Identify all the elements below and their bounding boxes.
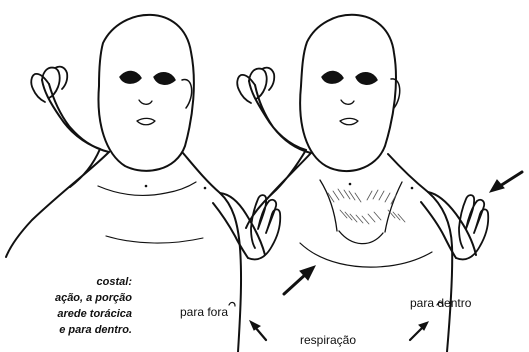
arrow-up-left-icon	[255, 327, 266, 340]
label-respiracao: respiração	[300, 333, 356, 347]
arrow-up-left-head	[250, 321, 260, 330]
right-nipple-right	[411, 187, 414, 190]
left-nipple-left	[145, 185, 148, 188]
chest-arrow	[500, 172, 522, 186]
figure-caption: costal: ação, a porção arede torácica e …	[0, 274, 132, 338]
label-para-dentro: para dentro	[410, 296, 471, 310]
right-abdomen-curve	[300, 243, 432, 267]
left-shoulder-fold	[98, 182, 196, 195]
left-raised-hand	[31, 67, 67, 102]
left-navel	[229, 302, 235, 306]
right-right-hand	[456, 195, 488, 259]
left-eye-right	[154, 73, 175, 84]
left-nipple-right	[204, 187, 207, 190]
right-nipple-left	[349, 183, 352, 186]
right-mouth	[340, 118, 358, 124]
right-torso-outline	[246, 150, 452, 352]
label-para-fora: para fora	[180, 305, 228, 319]
caption-line-4: e para dentro.	[0, 322, 132, 338]
left-mouth	[137, 118, 155, 124]
right-head-outline	[300, 15, 396, 171]
right-eye-left	[322, 71, 343, 83]
chest-arrow-head	[490, 180, 504, 192]
left-nose	[139, 100, 152, 104]
right-eye-right	[356, 73, 377, 84]
body-arrow	[284, 274, 306, 294]
right-nose	[341, 100, 354, 104]
caption-line-3: arede torácica	[0, 306, 132, 322]
annotation-arrows	[250, 172, 522, 340]
caption-line-2: ação, a porção	[0, 290, 132, 306]
left-head-outline	[98, 15, 193, 171]
left-eye-left	[120, 71, 141, 83]
shading-marks	[328, 189, 405, 224]
left-ear	[182, 79, 192, 108]
caption-line-1: costal:	[0, 274, 132, 290]
left-chest-curve	[106, 236, 203, 243]
